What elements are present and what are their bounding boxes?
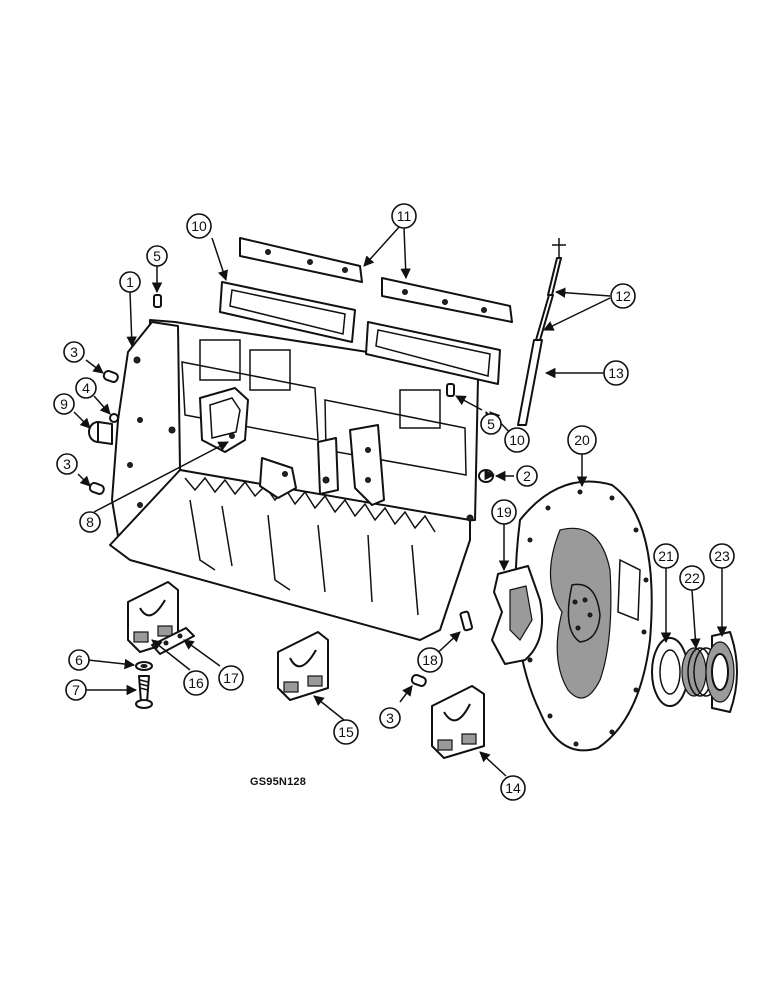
adapter-plate <box>491 565 544 665</box>
engine-block <box>109 319 479 641</box>
plug-3-upper <box>102 369 119 383</box>
dipstick-tube <box>517 339 543 426</box>
svg-text:3: 3 <box>63 456 71 472</box>
callout-7: 7 <box>65 679 87 701</box>
dowel-pin-5-top <box>153 294 162 308</box>
callout-17: 17 <box>218 665 244 691</box>
svg-text:18: 18 <box>422 652 438 668</box>
callout-18: 18 <box>417 647 443 673</box>
svg-text:6: 6 <box>75 652 83 668</box>
plug-3-lower <box>88 481 105 495</box>
svg-text:4: 4 <box>82 380 90 396</box>
callout-23: 23 <box>709 543 735 569</box>
svg-text:3: 3 <box>70 344 78 360</box>
callout-5-right: 5 <box>480 413 502 435</box>
callout-1: 1 <box>119 271 141 293</box>
callout-19: 19 <box>491 499 517 525</box>
side-cover-left <box>239 237 363 283</box>
washer-6 <box>135 661 153 671</box>
callout-3-bottom: 3 <box>379 707 401 729</box>
svg-text:17: 17 <box>223 670 239 686</box>
side-cover-right <box>381 277 513 323</box>
expansion-plug-9 <box>88 421 113 445</box>
callout-10-right: 10 <box>504 427 530 453</box>
dowel-18 <box>459 610 474 632</box>
svg-text:19: 19 <box>496 504 512 520</box>
svg-text:21: 21 <box>658 548 674 564</box>
svg-text:16: 16 <box>188 675 204 691</box>
svg-text:22: 22 <box>684 570 700 586</box>
callout-6: 6 <box>68 649 90 671</box>
callout-20: 20 <box>567 425 597 455</box>
figure-code: GS95N128 <box>250 776 307 788</box>
callouts: 1 2 3 3 3 4 5 5 6 7 8 9 10 10 11 12 13 1… <box>53 203 735 801</box>
svg-text:10: 10 <box>509 432 525 448</box>
callout-4: 4 <box>75 377 97 399</box>
bolt-7 <box>135 675 153 709</box>
callout-14: 14 <box>500 775 526 801</box>
svg-text:20: 20 <box>574 432 590 448</box>
cover-gasket-left <box>219 281 356 343</box>
callout-16: 16 <box>183 670 209 696</box>
svg-text:7: 7 <box>72 682 80 698</box>
bearing-cap-left <box>127 581 179 653</box>
plug-3-bottom <box>410 673 427 687</box>
svg-text:11: 11 <box>397 208 412 224</box>
callout-11: 11 <box>391 203 417 229</box>
callout-3-upper: 3 <box>63 341 85 363</box>
seal-carrier <box>705 631 738 713</box>
callout-8: 8 <box>79 511 101 533</box>
callout-10-left: 10 <box>186 213 212 239</box>
dowel-pin-5-right <box>446 383 455 397</box>
flywheel-housing <box>514 480 653 752</box>
callout-3-lower: 3 <box>56 453 78 475</box>
callout-22: 22 <box>679 565 705 591</box>
svg-text:5: 5 <box>153 248 161 264</box>
callout-21: 21 <box>653 543 679 569</box>
callout-15: 15 <box>333 719 359 745</box>
dipstick <box>535 238 566 341</box>
svg-text:13: 13 <box>608 365 624 381</box>
plug-2 <box>478 469 494 483</box>
svg-text:14: 14 <box>505 780 521 796</box>
svg-text:23: 23 <box>714 548 730 564</box>
callout-12: 12 <box>610 283 636 309</box>
svg-text:2: 2 <box>523 468 531 484</box>
callout-9: 9 <box>53 393 75 415</box>
svg-text:12: 12 <box>615 288 631 304</box>
bearing-cap-14 <box>431 685 485 759</box>
svg-text:15: 15 <box>338 724 354 740</box>
callout-5-top: 5 <box>146 245 168 267</box>
svg-text:1: 1 <box>126 274 134 290</box>
svg-text:3: 3 <box>386 710 394 726</box>
svg-text:10: 10 <box>191 218 207 234</box>
svg-text:8: 8 <box>86 514 94 530</box>
plug-4 <box>109 413 119 423</box>
svg-text:9: 9 <box>60 396 68 412</box>
bearing-cap-15 <box>277 631 329 701</box>
callout-2: 2 <box>516 465 538 487</box>
svg-text:5: 5 <box>487 416 495 432</box>
cover-gasket-right <box>365 321 501 385</box>
callout-13: 13 <box>603 360 629 386</box>
